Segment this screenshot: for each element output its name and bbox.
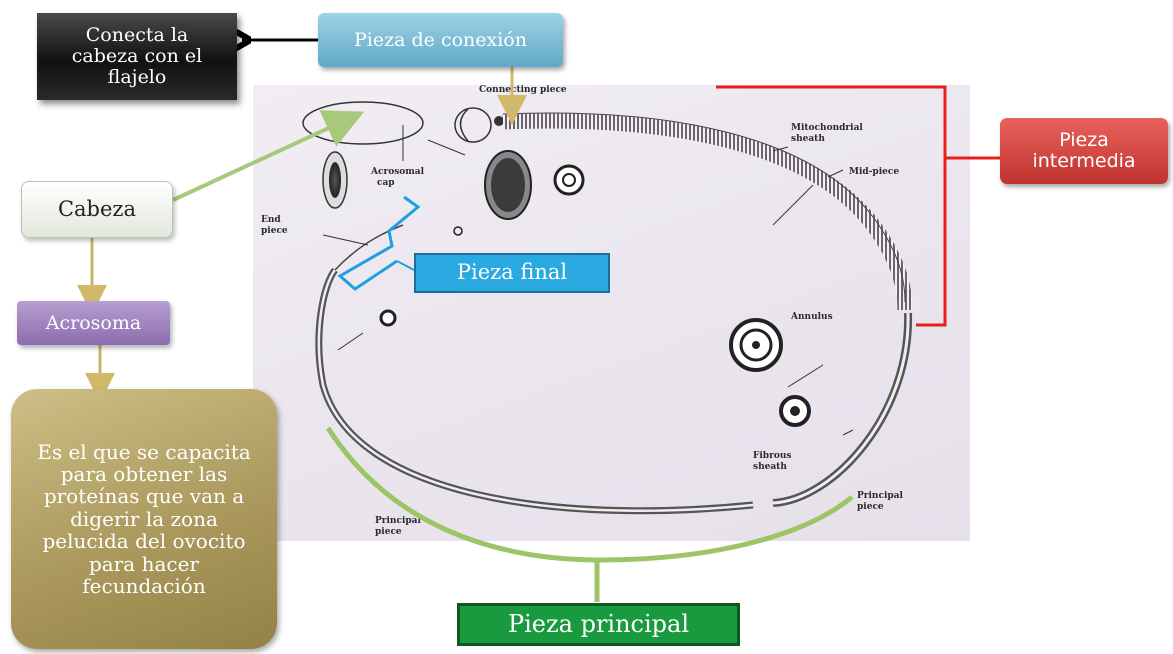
end-piece-box: Pieza final bbox=[414, 253, 610, 293]
end-piece-bracket bbox=[340, 197, 418, 289]
head-box: Cabeza bbox=[21, 181, 173, 238]
midpiece-bracket bbox=[716, 87, 945, 325]
connects-description-box: Conecta la cabeza con el flajelo bbox=[37, 13, 237, 100]
acrosome-description: Es el que se capacita para obtener las p… bbox=[25, 441, 263, 598]
arrow-head bbox=[173, 120, 346, 200]
principal-piece-label: Pieza principal bbox=[508, 611, 689, 637]
end-piece-label: Pieza final bbox=[457, 261, 567, 284]
head-label: Cabeza bbox=[58, 198, 136, 221]
acrosome-label: Acrosoma bbox=[46, 313, 141, 334]
principal-piece-arc bbox=[328, 428, 852, 560]
connects-description: Conecta la cabeza con el flajelo bbox=[52, 25, 222, 88]
connecting-piece-box: Pieza de conexión bbox=[318, 13, 563, 67]
acrosome-description-box: Es el que se capacita para obtener las p… bbox=[11, 389, 277, 649]
principal-piece-box: Pieza principal bbox=[457, 603, 740, 646]
midpiece-box: Pieza intermedia bbox=[1000, 118, 1168, 184]
end-piece-link bbox=[397, 261, 414, 270]
connecting-piece-label: Pieza de conexión bbox=[354, 30, 527, 51]
acrosome-box: Acrosoma bbox=[17, 301, 170, 345]
midpiece-label: Pieza intermedia bbox=[1019, 130, 1149, 172]
